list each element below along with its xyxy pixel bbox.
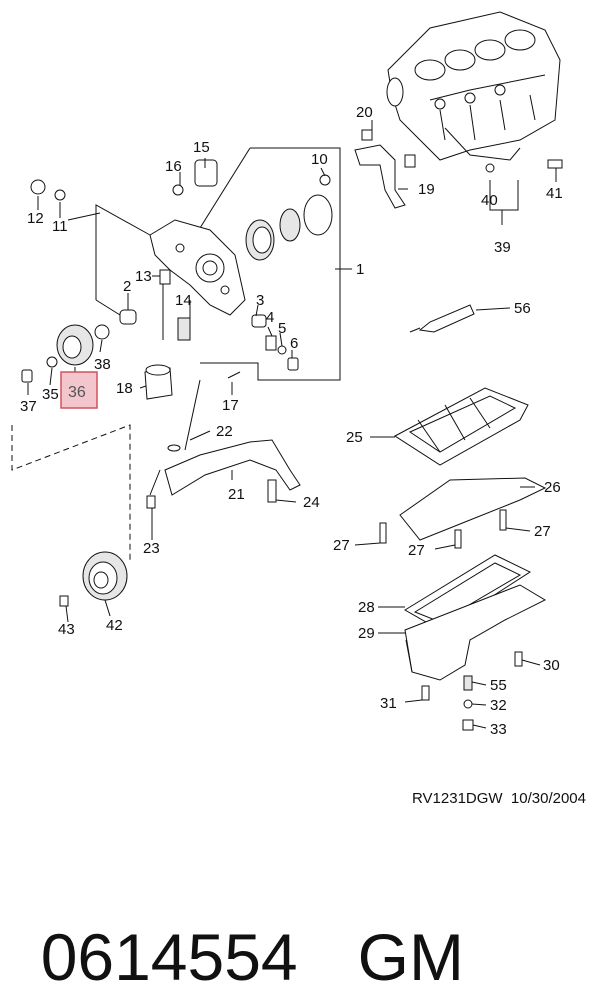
callout-36: 36 bbox=[68, 384, 86, 401]
oil-pump-rotors bbox=[245, 174, 333, 261]
callout-17: 17 bbox=[222, 397, 239, 414]
oil-pump-housing bbox=[149, 219, 246, 316]
small-parts bbox=[119, 159, 299, 400]
callout-11: 11 bbox=[52, 218, 68, 235]
callout-10: 10 bbox=[311, 151, 328, 168]
callout-23: 23 bbox=[143, 540, 160, 557]
brand-name: GM bbox=[357, 920, 464, 994]
callout-24: 24 bbox=[303, 494, 320, 511]
crankshaft-pulley bbox=[11, 424, 131, 607]
callout-2: 2 bbox=[123, 278, 131, 295]
oil-pan-upper bbox=[379, 387, 547, 549]
callout-31: 31 bbox=[380, 695, 397, 712]
callout-41: 41 bbox=[546, 185, 563, 202]
callout-28: 28 bbox=[358, 599, 375, 616]
crankshaft-sprocket-group bbox=[21, 179, 110, 383]
exploded-parts-diagram: 1 2 3 4 5 6 10 11 12 13 14 15 16 17 18 1… bbox=[11, 11, 563, 738]
callout-16: 16 bbox=[165, 158, 182, 175]
callout-14: 14 bbox=[175, 292, 192, 309]
drawing-date: 10/30/2004 bbox=[510, 790, 586, 807]
oil-pickup-tube bbox=[146, 379, 301, 509]
callout-40: 40 bbox=[481, 192, 498, 209]
callout-38: 38 bbox=[94, 356, 111, 373]
drawing-code: RV1231DGW bbox=[411, 790, 503, 807]
callout-27c: 27 bbox=[534, 523, 551, 540]
sealant-tube bbox=[409, 304, 475, 333]
highlight-box bbox=[60, 371, 98, 409]
callout-55: 55 bbox=[490, 677, 507, 694]
callout-56: 56 bbox=[514, 300, 531, 317]
callout-37: 37 bbox=[20, 398, 37, 415]
callout-5: 5 bbox=[278, 320, 286, 337]
callout-29: 29 bbox=[358, 625, 375, 642]
callout-6: 6 bbox=[290, 335, 298, 352]
callout-1: 1 bbox=[356, 261, 364, 278]
callout-25: 25 bbox=[346, 429, 363, 446]
callout-20: 20 bbox=[356, 104, 373, 121]
callout-27a: 27 bbox=[333, 537, 350, 554]
callout-26: 26 bbox=[544, 479, 561, 496]
callout-27b: 27 bbox=[408, 542, 425, 559]
callout-12: 12 bbox=[27, 210, 44, 227]
callout-18: 18 bbox=[116, 380, 133, 397]
callout-19: 19 bbox=[418, 181, 435, 198]
callout-15: 15 bbox=[193, 139, 210, 156]
callout-35: 35 bbox=[42, 386, 59, 403]
callout-39: 39 bbox=[494, 239, 511, 256]
part-number: 0614554 bbox=[40, 920, 298, 994]
callout-21: 21 bbox=[228, 486, 245, 503]
callout-33: 33 bbox=[490, 721, 507, 738]
callout-22: 22 bbox=[216, 423, 233, 440]
oil-pan bbox=[404, 554, 547, 731]
callout-13: 13 bbox=[135, 268, 152, 285]
callout-4: 4 bbox=[266, 309, 274, 326]
front-seal-parts bbox=[354, 129, 416, 209]
oil-pipe bbox=[444, 127, 563, 173]
oil-pump-group-frame bbox=[95, 147, 341, 381]
callout-3: 3 bbox=[256, 292, 264, 309]
leader-lines bbox=[27, 120, 557, 729]
callout-30: 30 bbox=[543, 657, 560, 674]
callout-labels: 1 2 3 4 5 6 10 11 12 13 14 15 16 17 18 1… bbox=[20, 104, 563, 738]
callout-43: 43 bbox=[58, 621, 75, 638]
engine-block bbox=[386, 11, 561, 161]
drawing-reference: RV1231DGW 10/30/2004 bbox=[412, 790, 586, 807]
callout-42: 42 bbox=[106, 617, 123, 634]
callout-32: 32 bbox=[490, 697, 507, 714]
